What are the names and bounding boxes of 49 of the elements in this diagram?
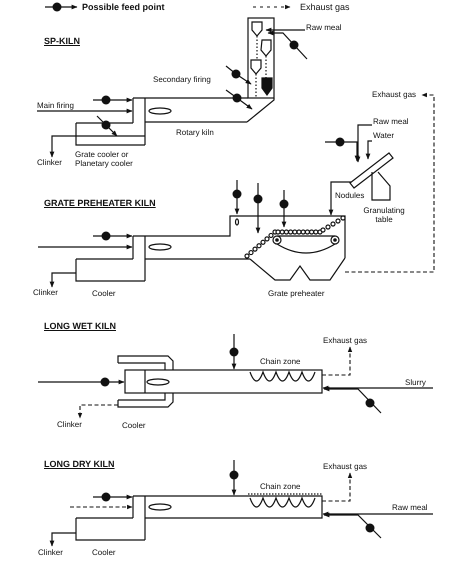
flow-label: Clinker: [38, 548, 63, 557]
part-label: Granulating table: [362, 206, 406, 224]
long-dry-kiln-drawing: [75, 493, 323, 541]
arrow: [328, 181, 351, 216]
arrow: [37, 108, 133, 114]
dashed-arrow: [322, 346, 352, 376]
part-label: Secondary firing: [153, 75, 211, 84]
flow-label: Raw meal: [306, 23, 342, 32]
section-title: GRATE PREHEATER KILN: [44, 199, 156, 208]
part-label: Grate preheater: [268, 289, 324, 298]
arrow: [50, 135, 145, 158]
arrow: [38, 244, 133, 250]
arrow: [322, 512, 433, 516]
flow-label: Clinker: [57, 420, 82, 429]
part-label: Cooler: [92, 289, 116, 298]
dashed-arrow: [78, 404, 118, 419]
flow-label: Exhaust gas: [323, 336, 368, 345]
flow-label: Water: [373, 131, 394, 140]
section-title: SP-KILN: [44, 37, 80, 46]
arrow: [366, 140, 372, 160]
dashed-arrow: [345, 92, 435, 273]
section-title: LONG WET KILN: [44, 322, 116, 331]
arrow: [322, 386, 433, 390]
part-label: Chain zone: [260, 482, 300, 491]
flow-label: Main firing: [37, 101, 74, 110]
flow-label: Exhaust gas: [323, 462, 368, 471]
flow-label: Raw meal: [392, 503, 428, 512]
arrow: [356, 124, 372, 163]
dashed-arrow: [70, 504, 133, 510]
edge-label: Nodules: [334, 191, 366, 200]
section-title: LONG DRY KILN: [44, 460, 115, 469]
legend-text: Possible feed point: [82, 2, 165, 12]
arrow: [50, 272, 76, 288]
part-label: Grate cooler or Planetary cooler: [75, 150, 134, 168]
grate-preheater-kiln-drawing: [75, 215, 346, 282]
part-label: Cooler: [92, 548, 116, 557]
flow-label: Raw meal: [373, 117, 409, 126]
arrow: [265, 28, 305, 32]
flow-label: Exhaust gas: [372, 90, 416, 99]
long-wet-kiln-drawing: [117, 355, 323, 408]
dashed-arrow: [322, 472, 352, 502]
part-label: Chain zone: [260, 357, 300, 366]
part-label: Cooler: [122, 421, 146, 430]
flow-label: Slurry: [405, 378, 426, 387]
legend-text: Exhaust gas: [300, 2, 350, 12]
arrow: [50, 532, 76, 547]
part-label: Rotary kiln: [176, 128, 214, 137]
flow-label: Clinker: [33, 288, 58, 297]
flow-label: Clinker: [37, 158, 62, 167]
